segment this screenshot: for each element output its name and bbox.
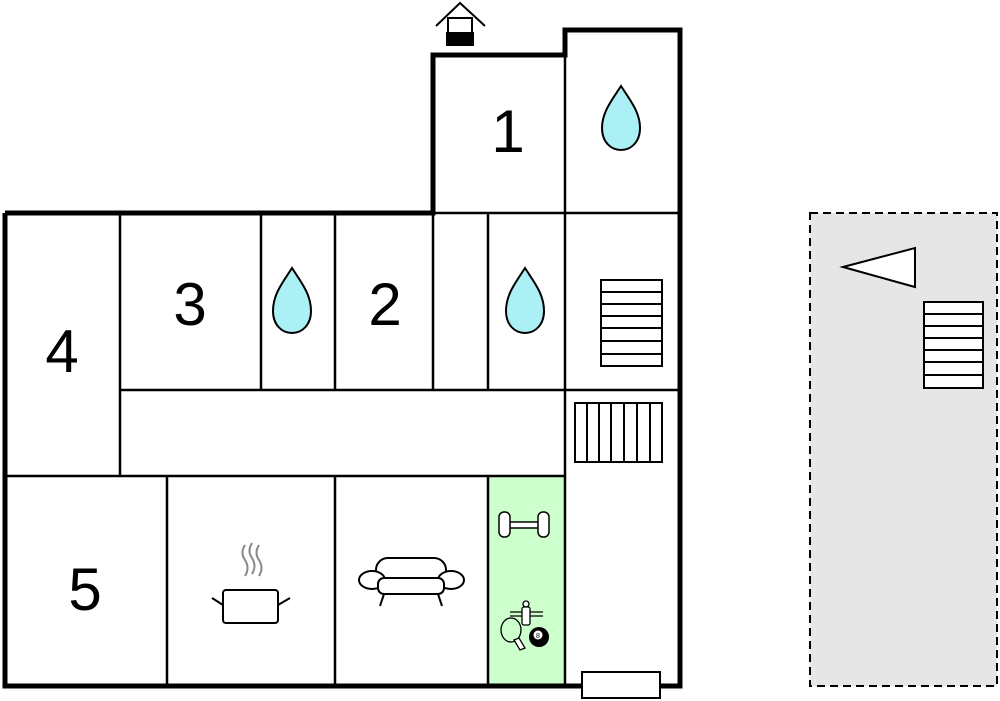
stairs-icon	[923, 301, 984, 389]
billiard-ball-icon: 8	[529, 627, 549, 647]
room-label-4: 4	[45, 318, 78, 385]
sofa-icon	[358, 557, 465, 607]
dumbbell-icon	[498, 511, 550, 538]
arrow-triangle-icon	[839, 246, 916, 289]
activity-room	[488, 476, 564, 686]
stairs-icon	[600, 279, 663, 367]
room-label-2: 2	[368, 271, 401, 338]
foosball-icon	[510, 600, 543, 626]
stairs-icon	[574, 402, 663, 463]
outdoor-area	[809, 212, 998, 687]
entrance-door[interactable]	[581, 671, 661, 699]
pot-icon	[211, 542, 291, 624]
water-drop-icon	[504, 266, 546, 335]
water-drop-icon	[600, 84, 642, 152]
room-label-5: 5	[68, 556, 101, 623]
chimney-icon	[435, 1, 486, 46]
interior-walls	[5, 30, 680, 686]
ping-pong-icon	[500, 617, 526, 651]
room-label-1: 1	[491, 98, 524, 165]
exterior-wall	[2, 27, 683, 689]
billiard-ball-number: 8	[536, 633, 540, 640]
water-drop-icon	[271, 266, 313, 335]
room-label-3: 3	[173, 271, 206, 338]
